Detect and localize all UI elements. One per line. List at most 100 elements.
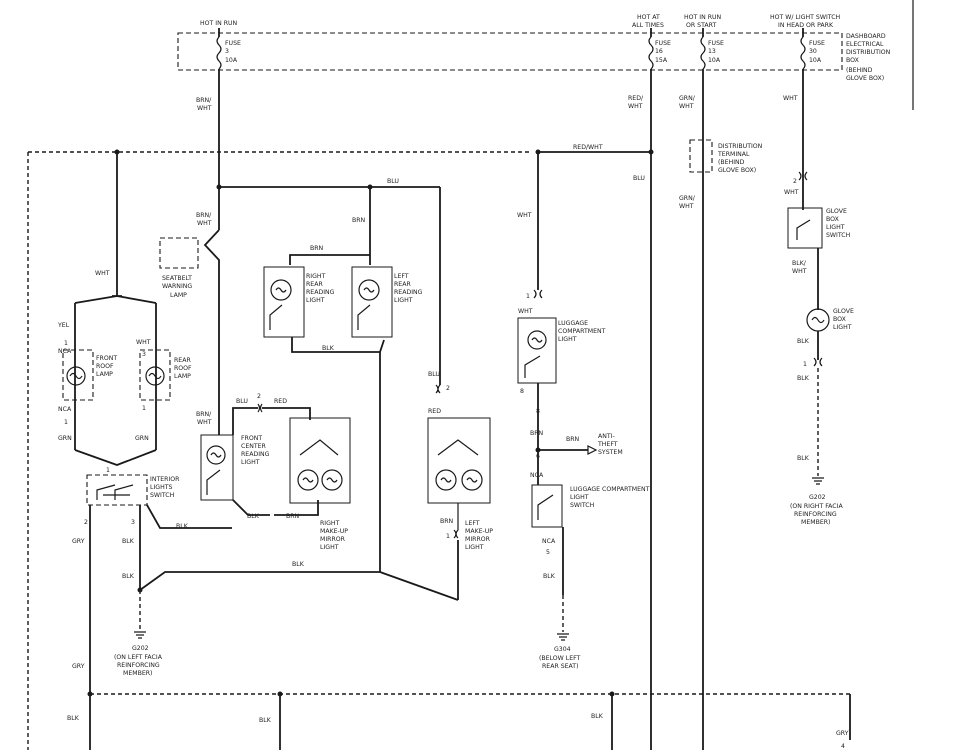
- svg-text:BLK: BLK: [122, 573, 135, 580]
- label-luggage-switch-1: LUGGAGE COMPARTMENT: [570, 486, 650, 493]
- ground-symbol-g202-right: [812, 477, 824, 485]
- svg-text:1: 1: [526, 293, 530, 300]
- distribution-box-outline: [177, 32, 843, 71]
- fuse-13: FUSE 13 10A: [700, 28, 724, 70]
- svg-text:FUSE: FUSE: [655, 40, 671, 47]
- svg-text:RED: RED: [274, 398, 287, 405]
- svg-text:GRY: GRY: [72, 663, 85, 670]
- svg-text:3: 3: [131, 519, 135, 526]
- svg-text:BLK: BLK: [247, 513, 260, 520]
- svg-text:BOX: BOX: [826, 216, 840, 223]
- label-brn-wht-1b: WHT: [197, 105, 212, 112]
- label-glove-light-1: GLOVE: [833, 308, 854, 315]
- label-glove-switch-1: GLOVE: [826, 208, 847, 215]
- svg-text:1: 1: [446, 533, 450, 540]
- svg-text:READING: READING: [241, 451, 270, 458]
- svg-text:TERMINAL: TERMINAL: [717, 151, 750, 158]
- supply-label-hot-run-start-2: OR START: [686, 22, 716, 29]
- dist-box-label-2: ELECTRICAL: [846, 41, 884, 48]
- wire-brn-rear-right: [289, 254, 370, 265]
- svg-text:LIGHT: LIGHT: [320, 544, 339, 551]
- svg-text:(BEHIND: (BEHIND: [718, 159, 745, 166]
- svg-text:BLK: BLK: [543, 573, 556, 580]
- supply-label-hot-in-run: HOT IN RUN: [200, 20, 238, 27]
- svg-text:WHT: WHT: [679, 103, 694, 110]
- seatbelt-lamp-box: [159, 237, 199, 269]
- svg-text:BLK: BLK: [67, 715, 80, 722]
- svg-text:LIGHT: LIGHT: [465, 544, 484, 551]
- svg-text:WHT: WHT: [136, 339, 151, 346]
- svg-text:LIGHT: LIGHT: [394, 297, 413, 304]
- svg-text:NCA: NCA: [58, 348, 72, 355]
- label-luggage-light-1: LUGGAGE: [558, 320, 588, 327]
- svg-text:(ON LEFT FACIA: (ON LEFT FACIA: [114, 654, 163, 661]
- wire-red-center: [262, 407, 311, 420]
- svg-text:BLU: BLU: [387, 178, 399, 185]
- svg-text:BOX: BOX: [833, 316, 847, 323]
- svg-text:BRN: BRN: [440, 518, 454, 525]
- svg-text:10A: 10A: [809, 57, 822, 64]
- svg-text:MEMBER): MEMBER): [123, 670, 152, 677]
- rear-roof-lamp-bulb-icon: [145, 366, 165, 386]
- wire-blu-center: [232, 407, 258, 435]
- wire-seatbelt-branch: [203, 229, 220, 435]
- split-roof-lamps: [74, 290, 157, 304]
- svg-text:LIGHTS: LIGHTS: [150, 484, 172, 491]
- svg-text:LIGHT: LIGHT: [833, 324, 852, 331]
- svg-text:BRN: BRN: [352, 217, 366, 224]
- luggage-bulb-icon: [527, 330, 547, 350]
- svg-text:WARNING: WARNING: [162, 283, 192, 290]
- svg-text:WHT: WHT: [628, 103, 643, 110]
- svg-text:MEMBER): MEMBER): [801, 519, 830, 526]
- svg-text:CENTER: CENTER: [241, 443, 267, 450]
- right-mirror-light: [289, 417, 351, 504]
- svg-text:GRY: GRY: [72, 538, 85, 545]
- svg-text:1: 1: [64, 340, 68, 347]
- dist-box-label-4: BOX: [846, 57, 860, 64]
- svg-text:NCA: NCA: [530, 472, 544, 479]
- svg-text:8: 8: [536, 408, 540, 415]
- left-rear-bulb-icon: [358, 279, 380, 301]
- label-brn-wht-2a: BRN/: [196, 212, 212, 219]
- label-g304: G304: [554, 646, 571, 653]
- svg-text:RED/WHT: RED/WHT: [573, 144, 603, 151]
- right-rear-reading-light: [263, 266, 305, 338]
- svg-text:FUSE: FUSE: [708, 40, 724, 47]
- svg-text:1: 1: [142, 405, 146, 412]
- wire-blk-brn-center: [232, 499, 319, 516]
- svg-text:REINFORCING: REINFORCING: [117, 662, 160, 669]
- svg-text:LIGHT: LIGHT: [558, 336, 577, 343]
- label-brn-wht-1a: BRN/: [196, 97, 212, 104]
- label-left-mirror-1: LEFT: [465, 520, 480, 527]
- svg-text:5: 5: [546, 549, 550, 556]
- svg-text:4: 4: [841, 743, 845, 750]
- svg-text:2: 2: [84, 519, 88, 526]
- svg-text:2: 2: [446, 385, 450, 392]
- svg-text:LIGHT: LIGHT: [306, 297, 325, 304]
- svg-text:WHT: WHT: [518, 308, 533, 315]
- luggage-switch-box: [531, 484, 563, 528]
- svg-text:BLK: BLK: [322, 345, 335, 352]
- left-mirror-switch-icon: [437, 439, 479, 456]
- svg-text:LIGHT: LIGHT: [241, 459, 260, 466]
- svg-text:LAMP: LAMP: [96, 371, 113, 378]
- wire-blk-return: [139, 571, 380, 591]
- ground-symbol-g304: [557, 633, 569, 641]
- svg-text:GRN: GRN: [135, 435, 149, 442]
- fuse-16: FUSE 16 15A: [648, 28, 671, 70]
- svg-text:GRN/: GRN/: [679, 195, 696, 202]
- svg-text:BLU: BLU: [428, 371, 440, 378]
- svg-text:LIGHT: LIGHT: [570, 494, 589, 501]
- svg-text:1: 1: [106, 467, 110, 474]
- svg-text:MAKE-UP: MAKE-UP: [320, 528, 348, 535]
- svg-text:WHT: WHT: [784, 189, 799, 196]
- svg-text:GRN: GRN: [58, 435, 72, 442]
- svg-text:LAMP: LAMP: [170, 292, 187, 299]
- svg-text:WHT: WHT: [792, 268, 807, 275]
- svg-text:2: 2: [793, 178, 797, 185]
- svg-text:REAR: REAR: [394, 281, 411, 288]
- label-front-roof-1: FRONT: [96, 355, 117, 362]
- svg-text:(BELOW LEFT: (BELOW LEFT: [539, 655, 581, 662]
- svg-text:1: 1: [64, 419, 68, 426]
